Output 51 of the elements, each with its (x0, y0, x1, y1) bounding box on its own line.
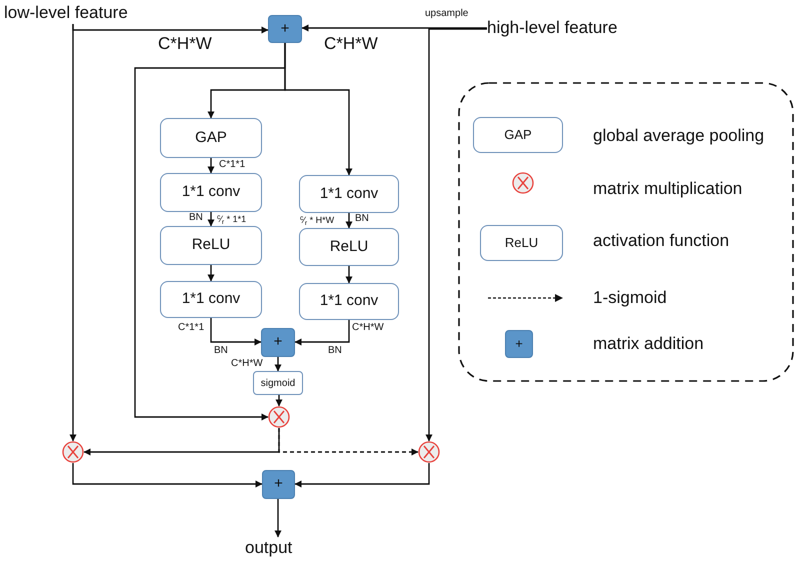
dimension-label: BN (189, 212, 203, 224)
edge-label: upsample (424, 8, 470, 20)
arrow (302, 24, 487, 32)
legend-text: activation function (593, 230, 730, 252)
arrow (294, 463, 430, 488)
arrow (276, 395, 282, 406)
dimension-label: BN (328, 345, 342, 357)
process-box: GAP (160, 118, 262, 158)
legend-sample-box: GAP (473, 117, 563, 153)
addition-node: + (262, 470, 295, 499)
arrow (208, 212, 214, 226)
addition-node: + (261, 328, 295, 357)
arrow (346, 213, 352, 228)
arrow (274, 499, 282, 538)
feature-label: high-level feature (487, 17, 637, 39)
arrow (208, 265, 214, 282)
arrow (346, 266, 352, 284)
dimension-label: C*1*1 (178, 322, 204, 334)
arrow (210, 318, 262, 346)
arrow (134, 43, 286, 420)
process-box: sigmoid (253, 371, 303, 395)
addition-node: + (268, 15, 302, 43)
legend-sample-box: ReLU (480, 225, 563, 261)
arrow (70, 24, 76, 442)
process-box: ReLU (160, 226, 262, 265)
arrow (72, 24, 268, 34)
dashed-arrow (278, 428, 418, 456)
legend-text: global average pooling (593, 125, 764, 147)
process-box: ReLU (299, 228, 399, 266)
feature-label: output (245, 537, 311, 559)
dimension-label: C*H*W (158, 34, 212, 54)
dimension-label: $^{c}$⁄$_{r}$ * 1*1 (217, 214, 246, 224)
arrow (426, 28, 487, 442)
legend-text: matrix multiplication (593, 178, 742, 200)
legend-sample-box: + (505, 330, 533, 358)
arrow (72, 463, 262, 488)
process-box: 1*1 conv (299, 175, 399, 213)
arrow (208, 158, 214, 174)
dimension-label: $^{c}$⁄$_{r}$ * H*W (300, 215, 334, 225)
process-box: 1*1 conv (299, 283, 399, 320)
dimension-label: C*H*W (352, 322, 384, 334)
process-box: 1*1 conv (160, 173, 262, 212)
legend-text: 1-sigmoid (593, 287, 667, 309)
process-box: 1*1 conv (160, 281, 262, 318)
legend-text: matrix addition (593, 333, 704, 355)
dimension-label: BN (355, 213, 369, 225)
feature-label: low-level feature (4, 2, 152, 24)
dimension-label: C*H*W (324, 34, 378, 54)
arrow (294, 320, 350, 346)
arrow (274, 357, 282, 372)
dimension-label: BN (214, 345, 228, 357)
